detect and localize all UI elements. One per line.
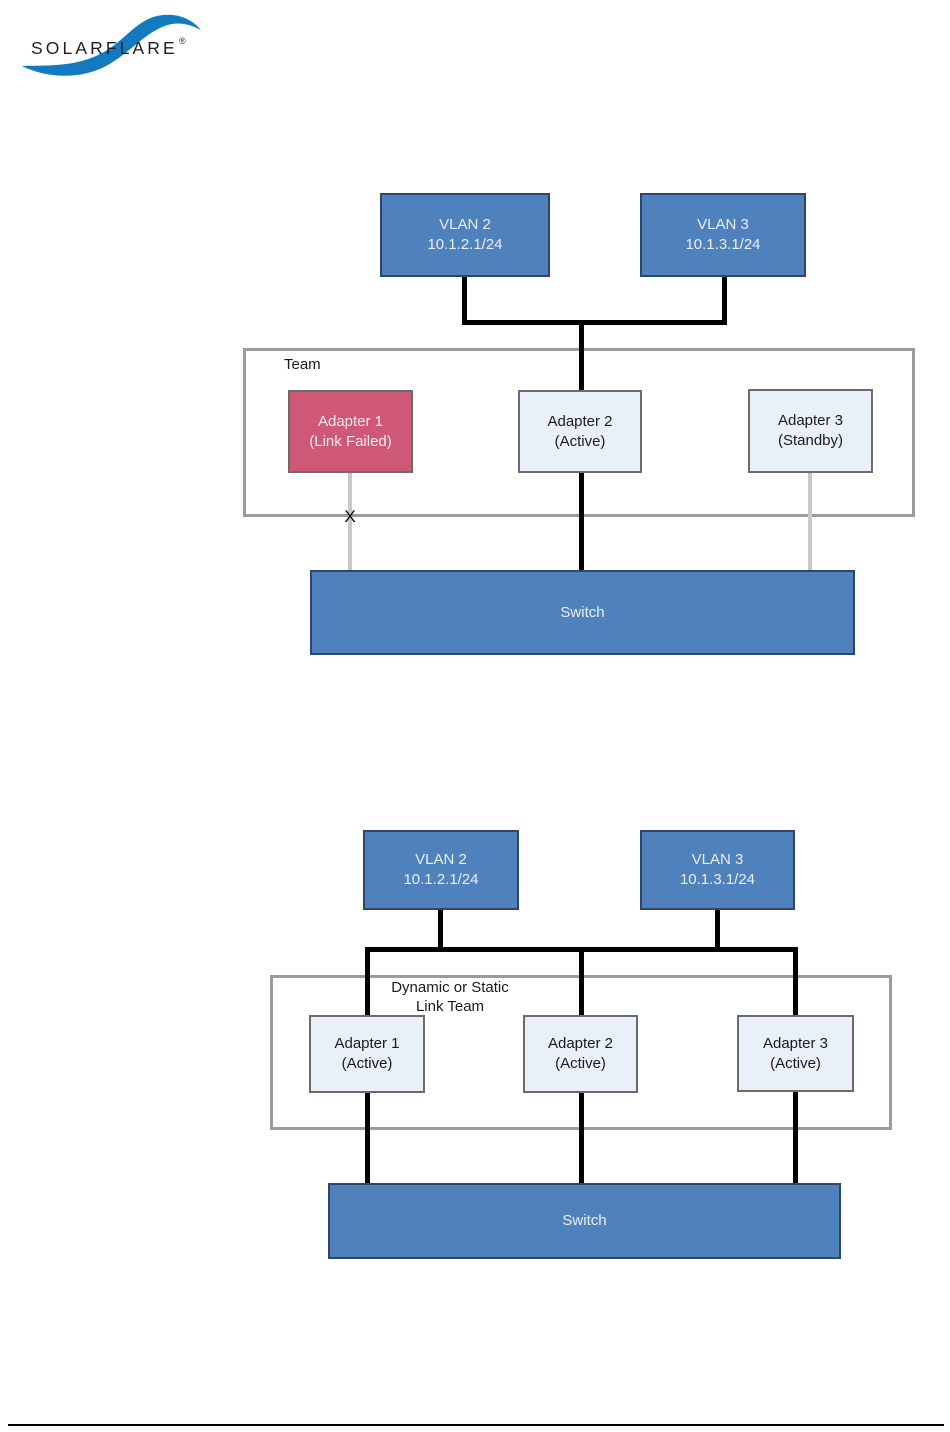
aggregation-adapter2-name: Adapter 2 xyxy=(547,1035,614,1053)
aggregation-adapter1-state: (Active) xyxy=(341,1055,393,1072)
failover-bus-line xyxy=(462,320,727,325)
aggregation-adapter2-feed-line xyxy=(579,947,584,1017)
aggregation-adapter2-switch-link xyxy=(579,1091,584,1184)
failover-switch-box: Switch xyxy=(310,570,855,655)
failover-adapter1-failed-link xyxy=(348,471,352,571)
failover-adapter2-name: Adapter 2 xyxy=(547,412,613,430)
aggregation-vlan3-box: VLAN 3 10.1.3.1/24 xyxy=(640,830,795,910)
aggregation-team-label: Dynamic or Static Link Team xyxy=(340,979,560,1017)
failover-adapter1-state: (Link Failed) xyxy=(309,432,392,450)
failover-vlan2-drop-line xyxy=(462,275,467,325)
aggregation-switch-box: Switch xyxy=(328,1183,841,1259)
aggregation-team-label-line2: Link Team xyxy=(415,997,485,1015)
failover-adapter2-state: (Active) xyxy=(554,432,606,450)
failover-vlan2-name: VLAN 2 xyxy=(439,216,491,234)
logo-wordmark: SOLARFLARE xyxy=(31,38,178,58)
aggregation-vlan2-drop-line xyxy=(438,908,443,952)
link-failed-x-mark: X xyxy=(344,507,356,526)
failover-adapter2-active-link xyxy=(579,471,584,571)
aggregation-adapter3-name: Adapter 3 xyxy=(762,1034,829,1052)
aggregation-adapter1-box: Adapter 1 (Active) xyxy=(309,1015,425,1093)
failover-team-label: Team xyxy=(284,356,321,373)
aggregation-adapter2-state: (Active) xyxy=(555,1055,606,1072)
failover-adapter1-name: Adapter 1 xyxy=(317,412,384,430)
aggregation-vlan3-subnet: 10.1.3.1/24 xyxy=(679,871,756,888)
footer-divider xyxy=(8,1424,944,1426)
aggregation-adapter3-state: (Active) xyxy=(770,1054,821,1072)
aggregation-adapter3-switch-link xyxy=(793,1090,798,1184)
aggregation-team-label-line1: Dynamic or Static xyxy=(391,979,509,996)
failover-adapter2-box: Adapter 2 (Active) xyxy=(518,390,642,473)
aggregation-adapter3-box: Adapter 3 (Active) xyxy=(737,1015,854,1092)
solarflare-logo: SOLARFLARE ® xyxy=(22,14,201,76)
aggregation-adapter2-box: Adapter 2 (Active) xyxy=(523,1015,638,1093)
failover-adapter3-name: Adapter 3 xyxy=(777,412,844,430)
aggregation-adapter1-name: Adapter 1 xyxy=(334,1035,400,1053)
failover-adapter3-box: Adapter 3 (Standby) xyxy=(748,389,873,473)
aggregation-vlan3-name: VLAN 3 xyxy=(691,851,744,869)
failover-adapter3-standby-link xyxy=(808,471,812,571)
aggregation-vlan3-drop-line xyxy=(715,908,720,952)
failover-vlan3-name: VLAN 3 xyxy=(697,216,749,234)
failover-team-feed-line xyxy=(579,320,584,392)
failover-adapter1-box: Adapter 1 (Link Failed) xyxy=(288,390,413,473)
failover-switch-label: Switch xyxy=(560,603,605,621)
aggregation-adapter1-switch-link xyxy=(365,1091,370,1184)
aggregation-adapter3-feed-line xyxy=(793,947,798,1017)
aggregation-vlan2-subnet: 10.1.2.1/24 xyxy=(403,871,479,888)
failover-vlan3-subnet: 10.1.3.1/24 xyxy=(685,236,761,253)
aggregation-adapter1-feed-line xyxy=(365,947,370,1017)
aggregation-vlan2-box: VLAN 2 10.1.2.1/24 xyxy=(363,830,519,910)
failover-vlan3-box: VLAN 3 10.1.3.1/24 xyxy=(640,193,806,277)
logo-swoosh-icon xyxy=(22,14,201,76)
failover-vlan2-box: VLAN 2 10.1.2.1/24 xyxy=(380,193,550,277)
failover-vlan2-subnet: 10.1.2.1/24 xyxy=(427,236,503,253)
aggregation-vlan2-name: VLAN 2 xyxy=(415,851,467,869)
failover-vlan3-drop-line xyxy=(722,275,727,325)
failover-adapter3-state: (Standby) xyxy=(777,432,844,449)
aggregation-switch-label: Switch xyxy=(562,1212,607,1230)
logo-registered-mark: ® xyxy=(179,36,186,46)
